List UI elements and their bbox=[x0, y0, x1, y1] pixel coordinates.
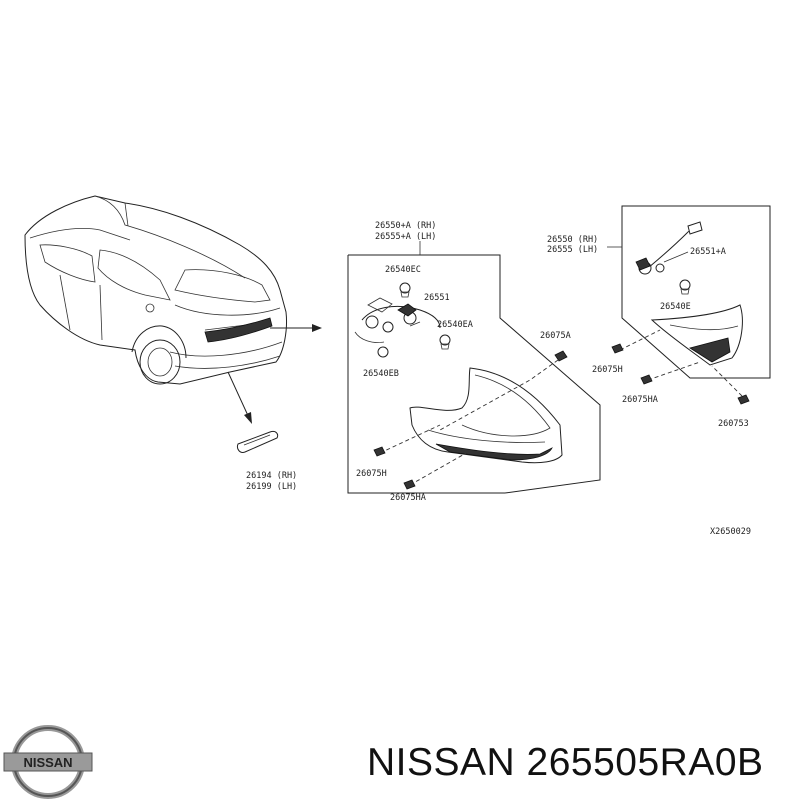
housing-group-frame bbox=[347, 254, 601, 494]
label-260753: 260753 bbox=[718, 419, 749, 429]
bulb-icon bbox=[679, 279, 691, 295]
label-26075HA-right: 26075HA bbox=[622, 395, 658, 405]
label-26540EC: 26540EC bbox=[385, 265, 421, 275]
reference-code: X2650029 bbox=[710, 527, 751, 537]
screw-icon bbox=[611, 329, 661, 354]
part-number-caption: NISSAN 265505RA0B bbox=[367, 741, 764, 784]
label-26540E: 26540E bbox=[660, 302, 691, 312]
wire-harness-a bbox=[635, 221, 703, 275]
label-26540EA: 26540EA bbox=[437, 320, 473, 330]
logo-text: NISSAN bbox=[23, 755, 72, 770]
marker-label-lh: 26199 (LH) bbox=[246, 482, 297, 492]
label-26551A: 26551+A bbox=[690, 247, 726, 257]
arrow-to-marker bbox=[227, 371, 252, 424]
inner-label-rh: 26550 (RH) bbox=[547, 235, 598, 245]
label-26075HA-left: 26075HA bbox=[390, 493, 426, 503]
inner-lamp-group-frame bbox=[621, 205, 771, 379]
bulb-icon bbox=[439, 334, 451, 350]
housing-label-rh: 26550+A (RH) bbox=[375, 221, 436, 231]
label-26540EB: 26540EB bbox=[363, 369, 399, 379]
label-26075H-left: 26075H bbox=[356, 469, 387, 479]
inner-lamp bbox=[650, 304, 743, 366]
label-26075H-right: 26075H bbox=[592, 365, 623, 375]
inner-label-lh: 26555 (LH) bbox=[547, 245, 598, 255]
marker-label-rh: 26194 (RH) bbox=[246, 471, 297, 481]
wire-harness bbox=[354, 297, 441, 358]
screw-icon bbox=[373, 424, 441, 457]
arrow-to-housing bbox=[270, 324, 322, 332]
label-26075A: 26075A bbox=[540, 331, 571, 341]
screw-icon bbox=[711, 365, 750, 405]
bulb-icon bbox=[399, 282, 411, 298]
nissan-logo: NISSAN bbox=[3, 725, 93, 799]
car-illustration bbox=[24, 195, 287, 385]
side-marker-lamp bbox=[237, 431, 279, 453]
label-26551: 26551 bbox=[424, 293, 450, 303]
tail-lamp-housing bbox=[409, 367, 563, 464]
housing-label-lh: 26555+A (LH) bbox=[375, 232, 436, 242]
clip-icon bbox=[439, 350, 568, 431]
screw-icon bbox=[640, 361, 701, 385]
screw-icon bbox=[403, 451, 469, 490]
